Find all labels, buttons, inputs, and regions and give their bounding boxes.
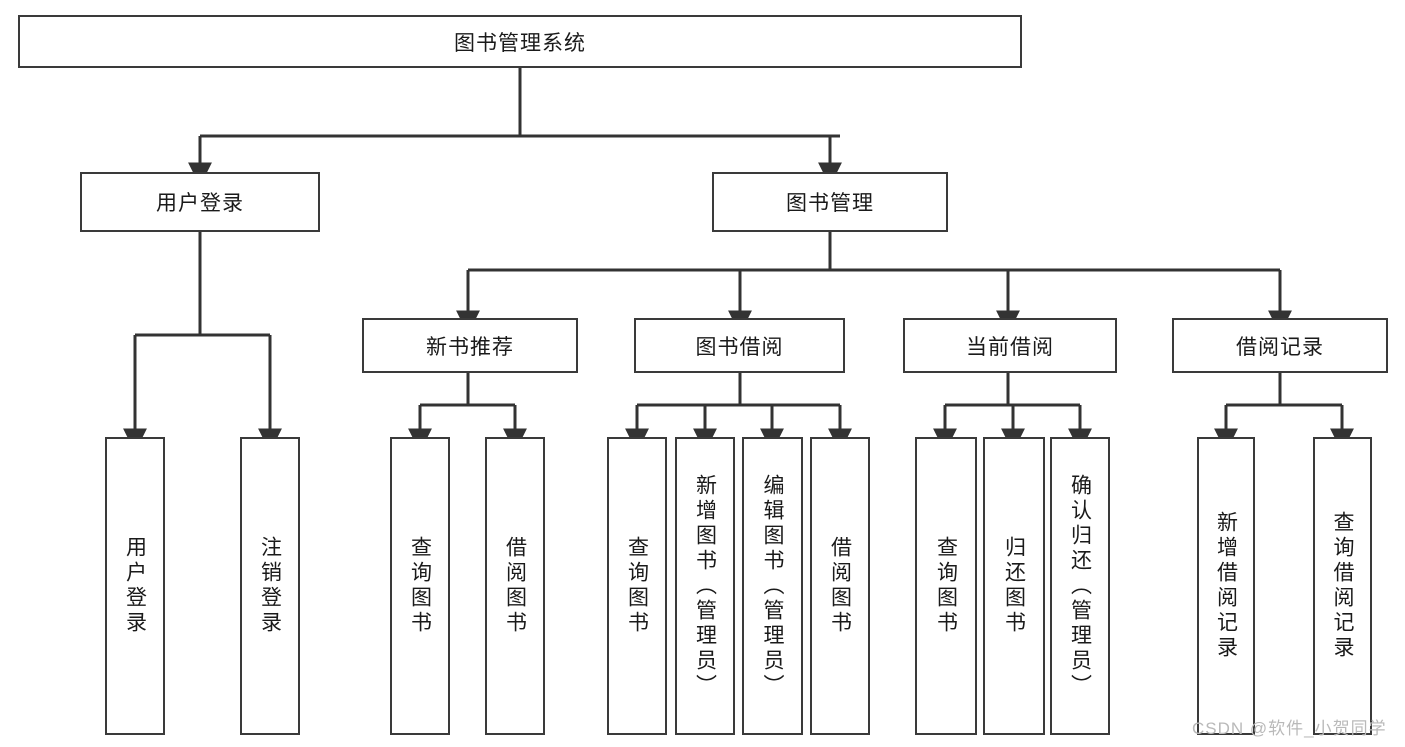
node-book-borrow[interactable]: 图书借阅 [634,318,845,373]
leaf-query-borrow-record-label: 查询借阅记录 [1331,511,1354,661]
leaf-add-borrow-record-label: 新增借阅记录 [1214,511,1238,661]
leaf-borrow-book-newbook[interactable]: 借阅图书 [485,437,545,735]
leaf-logout-label: 注销登录 [258,536,282,636]
node-borrow-record-label: 借阅记录 [1236,335,1324,359]
leaf-confirm-return-admin-label: 确认归还（管理员） [1068,473,1092,699]
leaf-borrow-book[interactable]: 借阅图书 [810,437,870,735]
node-root-label: 图书管理系统 [454,31,586,55]
leaf-logout[interactable]: 注销登录 [240,437,300,735]
leaf-query-book-newbook[interactable]: 查询图书 [390,437,450,735]
leaf-edit-book-admin-label: 编辑图书（管理员） [761,473,784,699]
leaf-query-borrow-record[interactable]: 查询借阅记录 [1313,437,1372,735]
leaf-user-login-label: 用户登录 [123,536,147,636]
leaf-add-borrow-record[interactable]: 新增借阅记录 [1197,437,1255,735]
node-current-borrow[interactable]: 当前借阅 [903,318,1117,373]
node-book-manage[interactable]: 图书管理 [712,172,948,232]
node-current-borrow-label: 当前借阅 [966,335,1054,359]
leaf-confirm-return-admin[interactable]: 确认归还（管理员） [1050,437,1110,735]
leaf-query-book-borrow-label: 查询图书 [625,536,649,636]
leaf-return-book[interactable]: 归还图书 [983,437,1045,735]
leaf-user-login[interactable]: 用户登录 [105,437,165,735]
watermark: CSDN @软件_小贺同学 [1192,719,1387,738]
leaf-query-book-borrow[interactable]: 查询图书 [607,437,667,735]
leaf-edit-book-admin[interactable]: 编辑图书（管理员） [742,437,803,735]
leaf-query-book-current[interactable]: 查询图书 [915,437,977,735]
leaf-return-book-label: 归还图书 [1002,536,1026,636]
leaf-add-book-admin[interactable]: 新增图书（管理员） [675,437,735,735]
leaf-query-book-current-label: 查询图书 [934,536,958,636]
leaf-borrow-book-label: 借阅图书 [828,536,852,636]
node-user-login-label: 用户登录 [156,192,244,215]
node-user-login[interactable]: 用户登录 [80,172,320,232]
node-book-borrow-label: 图书借阅 [695,335,784,359]
node-new-book-recommend[interactable]: 新书推荐 [362,318,578,373]
node-borrow-record[interactable]: 借阅记录 [1172,318,1388,373]
leaf-add-book-admin-label: 新增图书（管理员） [693,473,717,699]
leaf-borrow-book-newbook-label: 借阅图书 [503,536,527,636]
node-book-manage-label: 图书管理 [786,192,874,215]
node-new-book-recommend-label: 新书推荐 [426,335,514,359]
node-root[interactable]: 图书管理系统 [18,15,1022,68]
leaf-query-book-newbook-label: 查询图书 [408,536,432,636]
